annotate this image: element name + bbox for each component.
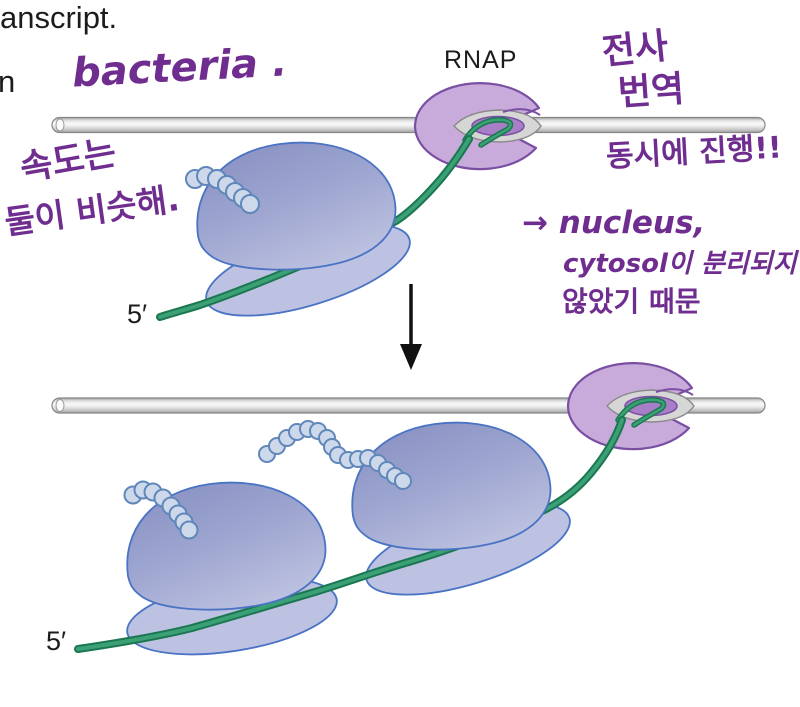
printed-text-fragment-top: anscript. [0, 0, 118, 35]
five-prime-label-bottom: 5′ [46, 626, 67, 656]
panel-bottom [51, 363, 766, 669]
ribosome-top-large-subunit [196, 141, 397, 271]
handwriting-cytosol: cytosol이 분리되지 [563, 249, 797, 279]
handwriting-simultaneous: 동시에 진행!! [605, 130, 783, 175]
panel-top [51, 83, 766, 336]
handwriting-transcription: 전사 [599, 25, 671, 74]
rna-polymerase-top [415, 83, 541, 169]
rna-polymerase-bottom [568, 363, 694, 449]
ribosome-bottom-right-large-subunit [351, 421, 552, 551]
rnap-label: RNAP [444, 46, 518, 74]
mrna-bottom [74, 416, 626, 653]
polypeptide-bottom-left [123, 480, 199, 540]
handwriting-nucleus: → nucleus, [522, 205, 706, 241]
dna-tube-top [51, 116, 766, 134]
polypeptide-top [185, 166, 260, 214]
dna-tube-top-cap [55, 118, 65, 132]
five-prime-label-top: 5′ [127, 299, 148, 329]
printed-text-fragment-side: n [0, 64, 16, 99]
handwriting-translation: 번역 [616, 68, 686, 115]
dna-tube-bottom-cap [55, 399, 65, 412]
handwriting-reason: 않았기 때문 [562, 285, 701, 318]
down-arrow [400, 284, 422, 370]
polypeptide-bottom-right [258, 420, 412, 490]
handwriting-bacteria: bacteria . [70, 39, 289, 97]
